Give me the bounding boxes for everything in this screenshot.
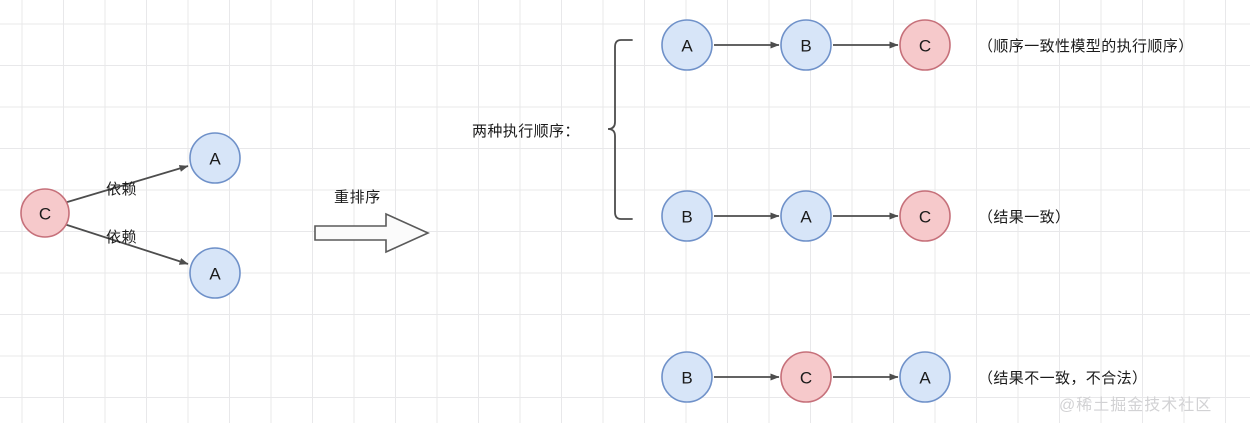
watermark: @稀土掘金技术社区 xyxy=(1059,397,1213,414)
seq1-node-1-label: A xyxy=(681,37,693,56)
left-dependency-group: C A A xyxy=(20,132,241,299)
reorder-block-arrow xyxy=(314,212,430,254)
node-c-source-label: C xyxy=(39,205,51,224)
seq1-node-2[interactable] xyxy=(780,19,832,71)
seq3-node-1[interactable] xyxy=(661,351,713,403)
two-orders-label: 两种执行顺序： xyxy=(472,123,580,140)
sequence-1-annotation: （顺序一致性模型的执行顺序） xyxy=(978,38,1194,55)
seq2-node-3-label: C xyxy=(919,208,931,227)
seq1-node-3[interactable] xyxy=(899,19,951,71)
node-c-source[interactable] xyxy=(20,188,70,238)
seq3-node-2[interactable] xyxy=(780,351,832,403)
dependency-edge-lower xyxy=(63,223,189,265)
dependency-label-lower: 依赖 xyxy=(106,229,138,246)
seq3-node-3[interactable] xyxy=(899,351,951,403)
dependency-label-upper: 依赖 xyxy=(106,181,138,198)
seq1-node-1[interactable] xyxy=(661,19,713,71)
node-a-upper-label: A xyxy=(209,150,221,169)
seq2-node-3[interactable] xyxy=(899,190,951,242)
sequence-3-annotation: （结果不一致，不合法） xyxy=(978,370,1148,387)
seq2-node-2[interactable] xyxy=(780,190,832,242)
seq2-node-2-label: A xyxy=(800,208,812,227)
node-a-upper[interactable] xyxy=(189,132,241,184)
sequence-row-2: B A C xyxy=(661,190,951,242)
dependency-edge-upper xyxy=(63,165,189,204)
node-a-lower[interactable] xyxy=(189,247,241,299)
seq1-node-2-label: B xyxy=(800,37,811,56)
seq3-node-1-label: B xyxy=(681,369,692,388)
seq2-node-1[interactable] xyxy=(661,190,713,242)
sequence-row-1: A B C xyxy=(661,19,951,71)
node-a-lower-label: A xyxy=(209,265,221,284)
seq1-node-3-label: C xyxy=(919,37,931,56)
sequence-row-3: B C A xyxy=(661,351,951,403)
seq3-node-3-label: A xyxy=(919,369,931,388)
reorder-label: 重排序 xyxy=(334,189,381,206)
seq2-node-1-label: B xyxy=(681,208,692,227)
sequence-2-annotation: （结果一致） xyxy=(978,209,1071,226)
two-orders-brace xyxy=(607,39,633,220)
seq3-node-2-label: C xyxy=(800,369,812,388)
